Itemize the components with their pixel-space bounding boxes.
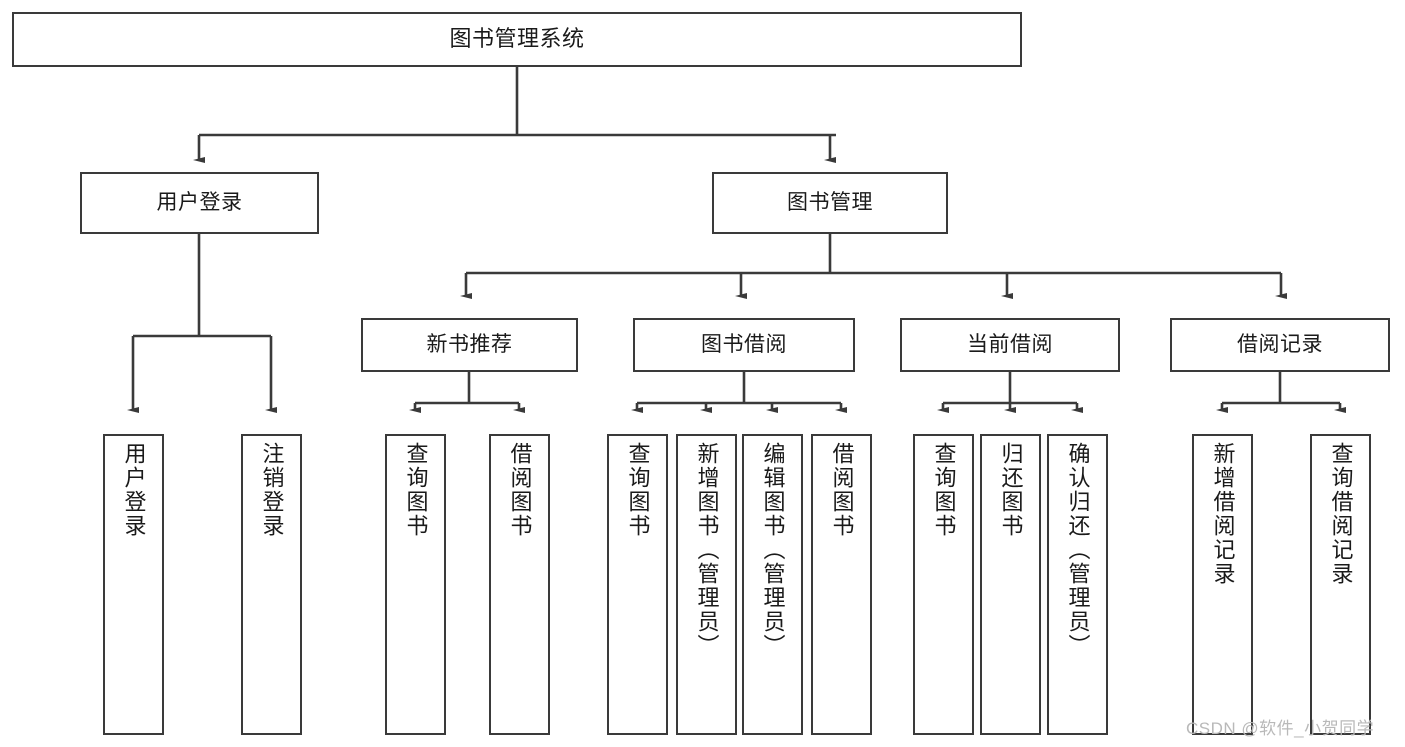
node-new-book-recommend[interactable]: 新书推荐 (361, 318, 578, 372)
leaf-add-book-admin[interactable]: 新增图书（管理员） (676, 434, 737, 735)
node-label: 当前借阅 (967, 333, 1053, 357)
leaf-confirm-return-admin[interactable]: 确认归还（管理员） (1047, 434, 1108, 735)
node-label: 注销登录 (259, 442, 285, 538)
node-label: 借阅记录 (1237, 333, 1323, 357)
node-label: 查询借阅记录 (1328, 442, 1354, 586)
leaf-add-borrow-record[interactable]: 新增借阅记录 (1192, 434, 1253, 735)
node-label: 确认归还（管理员） (1065, 442, 1091, 658)
node-label: 借阅图书 (507, 442, 533, 538)
leaf-borrow-book[interactable]: 借阅图书 (811, 434, 872, 735)
node-label: 新书推荐 (426, 333, 513, 357)
node-borrow-record[interactable]: 借阅记录 (1170, 318, 1390, 372)
leaf-borrow-book-recommend[interactable]: 借阅图书 (489, 434, 550, 735)
node-user-login-module[interactable]: 用户登录 (80, 172, 319, 234)
leaf-edit-book-admin[interactable]: 编辑图书（管理员） (742, 434, 803, 735)
node-label: 归还图书 (998, 442, 1024, 538)
node-label: 借阅图书 (829, 442, 855, 538)
node-current-borrow[interactable]: 当前借阅 (900, 318, 1120, 372)
node-label: 编辑图书（管理员） (760, 442, 786, 658)
node-label: 查询图书 (625, 442, 651, 538)
node-label: 查询图书 (931, 442, 957, 538)
node-label: 新增借阅记录 (1210, 442, 1236, 586)
node-label: 查询图书 (403, 442, 429, 538)
node-label: 图书借阅 (701, 333, 787, 357)
leaf-query-book-current[interactable]: 查询图书 (913, 434, 974, 735)
node-label: 用户登录 (156, 191, 243, 215)
node-label: 新增图书（管理员） (694, 442, 720, 658)
node-label: 图书管理系统 (449, 26, 585, 52)
node-label: 用户登录 (121, 442, 147, 538)
node-book-borrow[interactable]: 图书借阅 (633, 318, 855, 372)
leaf-query-borrow-record[interactable]: 查询借阅记录 (1310, 434, 1371, 735)
node-root-system[interactable]: 图书管理系统 (12, 12, 1022, 67)
leaf-user-login[interactable]: 用户登录 (103, 434, 164, 735)
leaf-query-book-recommend[interactable]: 查询图书 (385, 434, 446, 735)
csdn-watermark: CSDN @软件_小贺同学 (1186, 719, 1375, 738)
node-label: 图书管理 (787, 191, 873, 215)
node-book-management-module[interactable]: 图书管理 (712, 172, 948, 234)
leaf-logout[interactable]: 注销登录 (241, 434, 302, 735)
leaf-query-book-borrow[interactable]: 查询图书 (607, 434, 668, 735)
leaf-return-book[interactable]: 归还图书 (980, 434, 1041, 735)
